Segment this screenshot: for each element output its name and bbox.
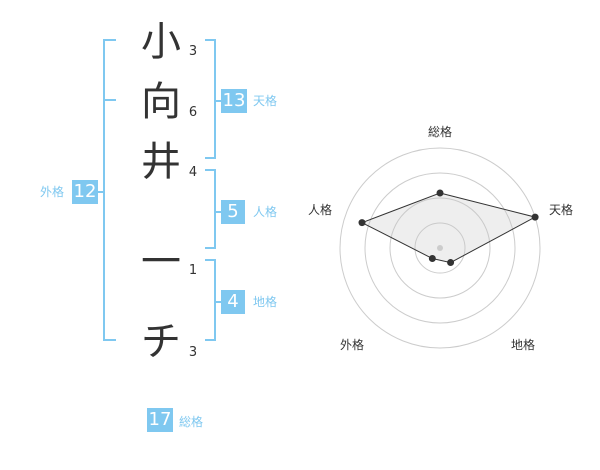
name-char-4: 一 — [141, 239, 181, 285]
radar-label-soukaku: 総格 — [428, 125, 453, 139]
gaikaku-label: 外格 — [40, 185, 65, 199]
radar-point-4 — [358, 219, 366, 227]
tenkaku-label: 天格 — [253, 94, 278, 108]
radar-polygon — [360, 192, 537, 264]
radar-point-1 — [531, 213, 539, 221]
tenkaku-value: 13 — [221, 89, 247, 113]
radar-center — [437, 245, 443, 251]
tenkaku-bracket — [205, 39, 216, 159]
radar-label-tenkaku: 天格 — [549, 203, 574, 217]
radar-ring-3 — [364, 172, 516, 324]
jinkaku-label: 人格 — [253, 205, 278, 219]
jinkaku-bracket — [205, 169, 216, 249]
radar-ring-2 — [389, 197, 491, 299]
soukaku-label: 総格 — [179, 415, 204, 429]
gaikaku-bracket — [103, 39, 116, 341]
chikaku-value: 4 — [221, 290, 245, 314]
soukaku-value: 17 — [147, 408, 173, 432]
stroke-count-3: 4 — [188, 165, 198, 180]
name-char-3: 井 — [141, 139, 181, 185]
radar-point-3 — [428, 255, 436, 263]
name-char-1: 小 — [141, 19, 181, 65]
radar-point-2 — [447, 259, 455, 267]
chikaku-label: 地格 — [253, 295, 278, 309]
stroke-count-2: 6 — [188, 105, 198, 120]
name-char-5: チ — [141, 319, 181, 365]
radar-label-gaikaku: 外格 — [340, 338, 365, 352]
name-char-2: 向 — [141, 79, 181, 125]
radar-label-jinkaku: 人格 — [308, 203, 333, 217]
radar-point-0 — [436, 189, 444, 197]
radar-ring-4 — [339, 147, 541, 349]
stroke-count-4: 1 — [188, 263, 198, 278]
jinkaku-value: 5 — [221, 200, 245, 224]
radar-ring-1 — [414, 222, 466, 274]
stroke-count-5: 3 — [188, 345, 198, 360]
radar-label-chikaku: 地格 — [511, 338, 536, 352]
stroke-count-1: 3 — [188, 44, 198, 59]
gaikaku-value: 12 — [72, 180, 98, 204]
chikaku-bracket — [205, 259, 216, 341]
